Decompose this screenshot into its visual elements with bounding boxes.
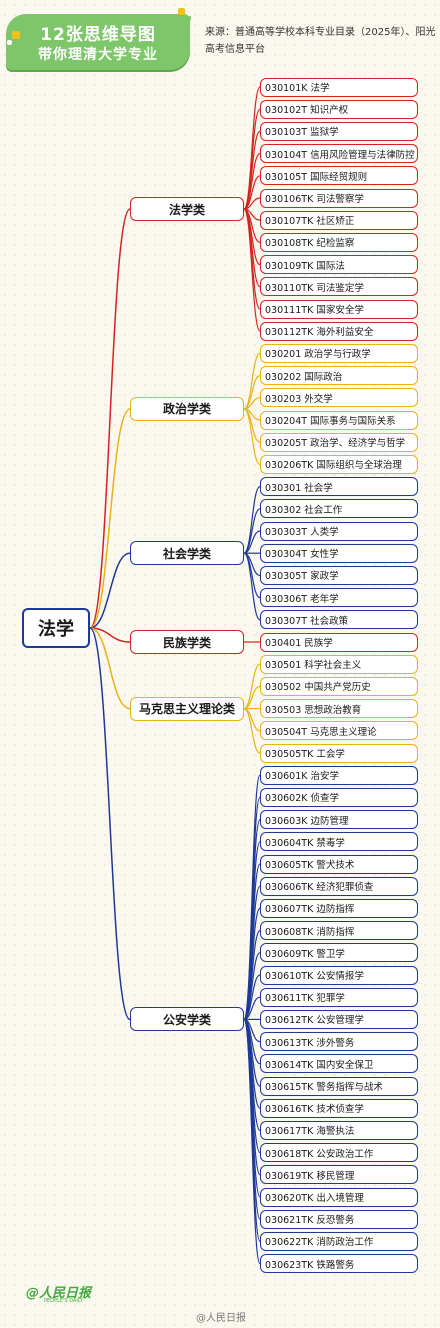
leaf-branch-line bbox=[243, 663, 261, 710]
major-node: 030601K 治安学 bbox=[260, 765, 418, 785]
major-node: 030106TK 司法警察学 bbox=[260, 188, 418, 208]
major-node: 030603K 边防管理 bbox=[260, 810, 418, 830]
major-node: 030610TK 公安情报学 bbox=[260, 965, 418, 985]
major-node: 030108TK 纪检监察 bbox=[260, 232, 418, 252]
category-node: 民族学类 bbox=[130, 630, 244, 654]
major-node: 030620TK 出入境管理 bbox=[260, 1187, 418, 1207]
title-line1: 12张思维导图 bbox=[40, 25, 156, 45]
category-node: 法学类 bbox=[130, 197, 244, 222]
major-node: 030306T 老年学 bbox=[260, 588, 418, 608]
root-branch-line bbox=[89, 208, 131, 629]
leaf-branch-line bbox=[243, 508, 261, 554]
root-branch-line bbox=[89, 627, 131, 710]
major-node: 030502 中国共产党历史 bbox=[260, 676, 418, 696]
banner-decoration-square bbox=[186, 16, 191, 21]
category-node: 社会学类 bbox=[130, 541, 244, 566]
leaf-branch-line bbox=[243, 530, 261, 554]
major-node: 030602K 侦查学 bbox=[260, 787, 418, 807]
banner-decoration-square bbox=[7, 40, 12, 45]
leaf-branch-line bbox=[243, 685, 261, 710]
major-node: 030105T 国际经贸规则 bbox=[260, 166, 418, 186]
major-node: 030618TK 公安政治工作 bbox=[260, 1143, 418, 1163]
major-node: 030501 科学社会主义 bbox=[260, 654, 418, 674]
leaf-branch-line bbox=[243, 175, 261, 210]
weibo-watermark: @人民日报 bbox=[196, 1313, 246, 1324]
root-branch-line bbox=[89, 408, 131, 629]
category-node: 政治学类 bbox=[130, 396, 244, 421]
leaf-branch-line bbox=[243, 375, 261, 410]
major-node: 030104T 信用风险管理与法律防控 bbox=[260, 144, 418, 164]
major-node: 030101K 法学 bbox=[260, 77, 418, 97]
major-node: 030606TK 经济犯罪侦查 bbox=[260, 876, 418, 896]
major-node: 030505TK 工会学 bbox=[260, 743, 418, 763]
root-branch-line bbox=[89, 627, 131, 1021]
leaf-branch-line bbox=[243, 996, 261, 1020]
major-node: 030307T 社会政策 bbox=[260, 610, 418, 630]
major-node: 030109TK 国际法 bbox=[260, 255, 418, 275]
leaf-branch-line bbox=[243, 974, 261, 1020]
major-node: 030303T 人类学 bbox=[260, 521, 418, 541]
major-node: 030301 社会学 bbox=[260, 477, 418, 497]
major-node: 030614TK 国内安全保卫 bbox=[260, 1054, 418, 1074]
major-node: 030206TK 国际组织与全球治理 bbox=[260, 454, 418, 474]
major-node: 030201 政治学与行政学 bbox=[260, 343, 418, 363]
major-node: 030612TK 公安管理学 bbox=[260, 1009, 418, 1029]
banner-decoration-square bbox=[178, 8, 185, 15]
major-node: 030102T 知识产权 bbox=[260, 99, 418, 119]
leaf-branch-line bbox=[243, 408, 261, 465]
major-node: 030616TK 技术侦查学 bbox=[260, 1098, 418, 1118]
major-node: 030605TK 警犬技术 bbox=[260, 854, 418, 874]
root-node: 法学 bbox=[22, 608, 90, 648]
major-node: 030204T 国际事务与国际关系 bbox=[260, 410, 418, 430]
title-banner bbox=[6, 14, 190, 70]
root-branch-line bbox=[89, 552, 131, 629]
major-node: 030607TK 边防指挥 bbox=[260, 898, 418, 918]
major-node: 030623TK 铁路警务 bbox=[260, 1254, 418, 1274]
title-line2: 带你理清大学专业 bbox=[38, 47, 158, 63]
major-node: 030609TK 警卫学 bbox=[260, 943, 418, 963]
major-node: 030619TK 移民管理 bbox=[260, 1165, 418, 1185]
major-node: 030107TK 社区矫正 bbox=[260, 210, 418, 230]
leaf-branch-line bbox=[243, 708, 261, 732]
major-node: 030611TK 犯罪学 bbox=[260, 987, 418, 1007]
major-node: 030302 社会工作 bbox=[260, 499, 418, 519]
major-node: 030111TK 国家安全学 bbox=[260, 299, 418, 319]
major-node: 030304T 女性学 bbox=[260, 543, 418, 563]
leaf-branch-line bbox=[243, 552, 261, 621]
category-node: 马克思主义理论类 bbox=[130, 696, 244, 721]
leaf-branch-line bbox=[243, 208, 261, 332]
leaf-branch-line bbox=[243, 352, 261, 410]
source-note: 来源：普通高等学校本科专业目录（2025年）、阳光高考信息平台 bbox=[205, 27, 436, 55]
major-node: 030305T 家政学 bbox=[260, 565, 418, 585]
major-node: 030608TK 消防指挥 bbox=[260, 921, 418, 941]
leaf-branch-line bbox=[243, 1018, 261, 1265]
major-node: 030622TK 消防政治工作 bbox=[260, 1231, 418, 1251]
major-node: 030613TK 涉外警务 bbox=[260, 1032, 418, 1052]
root-branch-line bbox=[89, 627, 131, 643]
major-node: 030202 国际政治 bbox=[260, 366, 418, 386]
peoples-daily-logo: @人民日报 bbox=[26, 1286, 92, 1301]
major-node: 030401 民族学 bbox=[260, 632, 418, 652]
major-node: 030205T 政治学、经济学与哲学 bbox=[260, 432, 418, 452]
category-node: 公安学类 bbox=[130, 1007, 244, 1032]
major-node: 030112TK 海外利益安全 bbox=[260, 321, 418, 341]
major-node: 030617TK 海警执法 bbox=[260, 1120, 418, 1140]
major-node: 030203 外交学 bbox=[260, 388, 418, 408]
leaf-branch-line bbox=[243, 708, 261, 754]
major-node: 030110TK 司法鉴定学 bbox=[260, 277, 418, 297]
major-node: 030503 思想政治教育 bbox=[260, 699, 418, 719]
major-node: 030604TK 禁毒学 bbox=[260, 832, 418, 852]
major-node: 030615TK 警务指挥与战术 bbox=[260, 1076, 418, 1096]
major-node: 030621TK 反恐警务 bbox=[260, 1209, 418, 1229]
major-node: 030504T 马克思主义理论 bbox=[260, 721, 418, 741]
major-node: 030103T 监狱学 bbox=[260, 121, 418, 141]
banner-decoration-square bbox=[12, 31, 20, 39]
peoples-daily-logo-sub: PEOPLE'S DAILY bbox=[44, 1298, 84, 1304]
